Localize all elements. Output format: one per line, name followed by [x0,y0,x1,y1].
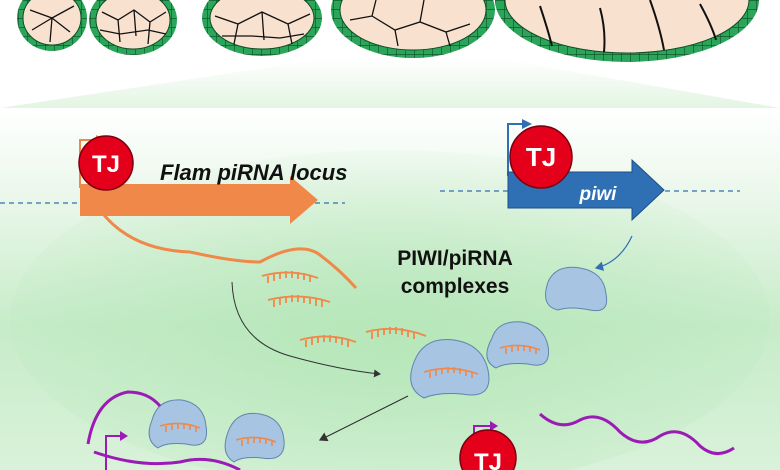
piwi-label: piwi [579,184,618,205]
transposons [86,390,735,470]
flam-transcript [98,209,358,289]
transposon-promoter-icon [105,435,124,470]
transposon-transcript [538,412,735,455]
tj-factor-transposon: TJ [459,429,517,470]
piwi-translation-arrow [594,235,633,271]
tj-factor-flam: TJ [78,135,134,191]
nuclear-import-arrow [318,395,409,442]
pirna-fragment [261,271,319,283]
egg-chamber-4 [331,0,495,58]
piwi-promoter-arrow-icon [507,123,526,176]
flam-locus: Flam piRNA locus [79,135,347,224]
pirna-fragments [261,271,427,347]
flam-locus-label: Flam piRNA locus [160,160,347,185]
tj-label-1: TJ [92,151,120,178]
loading-arrow [231,281,381,378]
complex-label-line2: complexes [401,275,510,298]
tj-label-2: TJ [526,142,556,172]
pirna-fragment [365,327,427,339]
complex-label-line1: PIWI/piRNA [397,247,513,270]
pirna-fragment [299,335,357,347]
zoom-cone [0,58,780,108]
egg-chamber-1 [17,0,87,51]
transposon-transcript [93,450,241,470]
tj-label-3: TJ [474,449,502,470]
transposon-transcript [86,390,162,445]
egg-chamber-row [17,0,759,62]
piwi-protein [545,266,608,312]
flam-gene-arrow [80,176,318,224]
egg-chamber-3 [202,0,322,56]
tj-factor-piwi: TJ [509,125,573,189]
egg-chamber-2 [89,0,177,55]
egg-chamber-5 [495,0,759,62]
loaded-pirnas [159,344,541,446]
pirna-fragment [267,295,331,307]
